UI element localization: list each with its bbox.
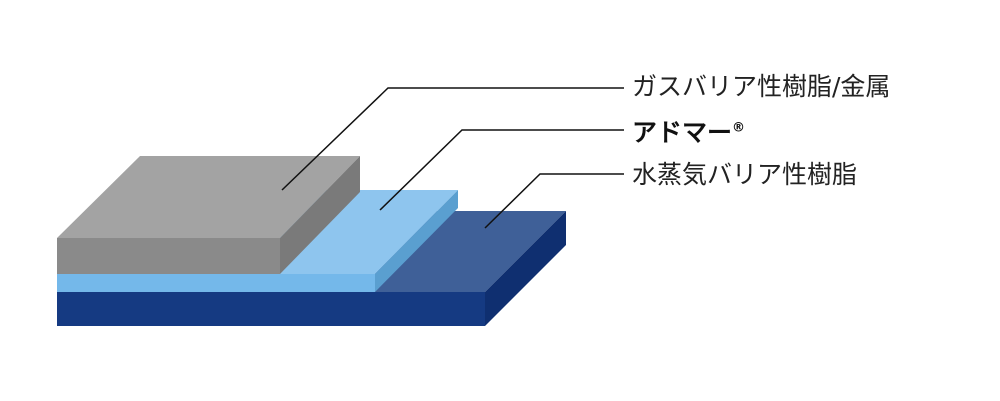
gas-barrier-label: ガスバリア性樹脂/金属	[632, 74, 890, 99]
admer-label: アドマー®	[632, 120, 745, 145]
gas-barrier-label-text: ガスバリア性樹脂/金属	[632, 72, 891, 101]
vapor-barrier-label-text: 水蒸気バリア性樹脂	[632, 160, 858, 189]
gas-barrier-top-face	[57, 156, 360, 238]
admer-label-text: アドマー	[632, 118, 733, 147]
admer-leader-line	[379, 129, 624, 211]
registered-trademark-mark: ®	[732, 120, 746, 136]
gas-barrier-layer	[57, 156, 360, 274]
admer-side-face	[375, 190, 458, 292]
vapor-barrier-leader-line	[484, 173, 624, 229]
gas-barrier-front-face	[57, 238, 280, 274]
gas-barrier-leader-line	[281, 87, 624, 191]
vapor-barrier-front-face	[57, 292, 485, 326]
gas-barrier-side-face	[280, 156, 360, 274]
admer-front-face	[57, 274, 375, 292]
vapor-barrier-label: 水蒸気バリア性樹脂	[632, 162, 857, 187]
vapor-barrier-side-face	[485, 211, 566, 326]
